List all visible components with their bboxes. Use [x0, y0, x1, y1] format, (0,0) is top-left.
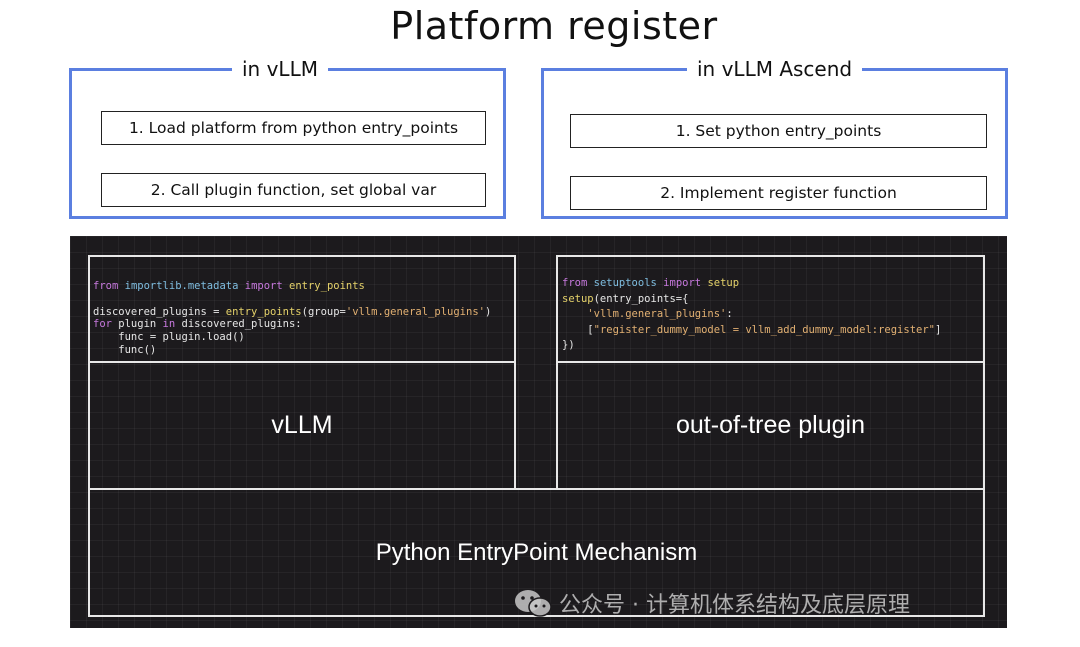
vllm-cell: vLLM: [88, 361, 516, 490]
kw-import: import: [244, 280, 283, 292]
code-text: plugin: [111, 318, 163, 331]
cell-gap: [516, 255, 556, 490]
plugin-code-cell: from setuptools import setup setup(entry…: [556, 255, 985, 363]
code-text: [: [587, 323, 594, 336]
code-text: (group=: [301, 305, 346, 318]
code-text: discovered_plugins =: [93, 305, 226, 318]
kw-in: in: [162, 318, 176, 331]
ascend-group: in vLLM Ascend 1. Set python entry_point…: [541, 55, 1008, 219]
vllm-step-1: 1. Load platform from python entry_point…: [101, 111, 486, 145]
vllm-code-cell: from importlib.metadata import entry_poi…: [88, 255, 516, 363]
kw-import: import: [663, 277, 702, 289]
kw-for: for: [93, 318, 112, 331]
vllm-label: vLLM: [271, 411, 333, 439]
imported-name: entry_points: [289, 280, 365, 292]
code-text: (entry_points={: [593, 292, 689, 305]
ascend-step-1: 1. Set python entry_points: [570, 114, 987, 148]
kw-from: from: [93, 280, 119, 292]
string-literal: 'vllm.general_plugins': [345, 305, 485, 318]
vllm-step-2: 2. Call plugin function, set global var: [101, 173, 486, 207]
vllm-group: in vLLM 1. Load platform from python ent…: [69, 55, 506, 219]
code-text: discovered_plugins:: [175, 318, 302, 331]
plugin-label: out-of-tree plugin: [675, 411, 865, 439]
module-name: importlib.metadata: [124, 280, 239, 292]
page-title: Platform register: [390, 4, 718, 48]
code-text: ]: [935, 323, 942, 336]
kw-from: from: [562, 277, 588, 289]
imported-name: setup: [707, 277, 740, 289]
code-text: ): [484, 305, 492, 318]
code-text: func = plugin.load(): [93, 331, 245, 344]
string-literal: 'vllm.general_plugins': [587, 308, 727, 321]
code-text: }): [562, 339, 575, 352]
function-name: entry_points: [225, 305, 302, 318]
plugin-cell: out-of-tree plugin: [556, 361, 985, 490]
architecture-panel: from importlib.metadata import entry_poi…: [70, 236, 1007, 628]
function-name: setup: [562, 292, 594, 305]
ascend-group-title: in vLLM Ascend: [687, 55, 863, 83]
wechat-icon: [515, 590, 552, 617]
code-text: func(): [93, 343, 157, 356]
module-name: setuptools: [593, 277, 657, 289]
mechanism-label: Python EntryPoint Mechanism: [375, 539, 698, 566]
watermark-text: 公众号 · 计算机体系结构及底层原理: [559, 593, 910, 618]
code-text: :: [726, 308, 733, 321]
vllm-code-block: from importlib.metadata import entry_poi…: [93, 280, 491, 357]
vllm-group-title: in vLLM: [232, 55, 328, 83]
string-literal: "register_dummy_model = vllm_add_dummy_m…: [593, 323, 935, 336]
ascend-step-2: 2. Implement register function: [570, 176, 987, 210]
watermark: 公众号 · 计算机体系结构及底层原理: [513, 587, 910, 619]
plugin-code-block: from setuptools import setup setup(entry…: [562, 276, 941, 354]
